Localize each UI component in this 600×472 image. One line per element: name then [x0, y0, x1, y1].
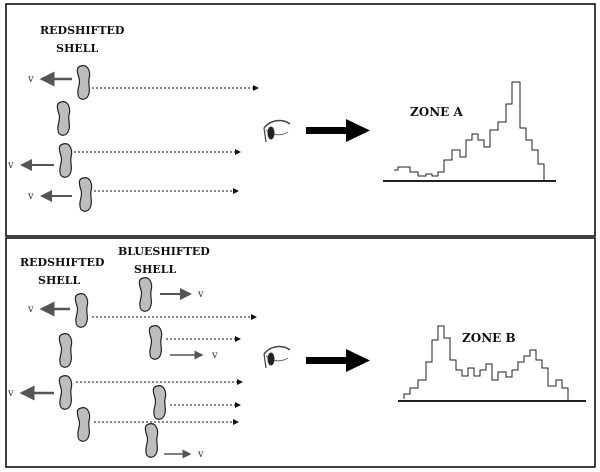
- velocity-label: v: [197, 289, 204, 300]
- cloud-blob-icon: [148, 325, 163, 360]
- cloud-blob-icon: [56, 101, 71, 136]
- spectrum-line: [394, 81, 545, 181]
- spectrum-zone-a: ZONE A: [383, 81, 556, 182]
- velocity-label: v: [197, 449, 204, 460]
- cloud-blob-icon: [58, 333, 73, 368]
- velocity-label: v: [7, 388, 14, 399]
- arrow-icon: [306, 349, 370, 372]
- cloud-blob-icon: [144, 423, 159, 458]
- spectrum-line: [403, 325, 569, 401]
- panel-top-border: [5, 3, 596, 237]
- velocity-label: v: [27, 191, 34, 202]
- cloud-blob-icon: [78, 177, 93, 212]
- velocity-label: v: [27, 74, 34, 85]
- eye-icon: [263, 345, 291, 369]
- cloud-blob-icon: [138, 277, 153, 312]
- arrow-icon: [306, 119, 370, 142]
- redshifted-shell-label-line2: SHELL: [38, 274, 80, 287]
- cloud-blob-icon: [74, 293, 89, 328]
- panel-top: REDSHIFTED SHELL v v v: [7, 24, 556, 212]
- panel-bottom-border: [5, 237, 596, 468]
- zone-b-label: ZONE B: [462, 331, 516, 345]
- redshifted-shell-label-line2: SHELL: [56, 42, 98, 55]
- velocity-label: v: [211, 350, 218, 361]
- cloud-blob-icon: [58, 375, 73, 410]
- eye-icon: [263, 119, 291, 143]
- cloud-blob-icon: [58, 143, 73, 178]
- blueshifted-shell-label-line2: SHELL: [134, 263, 176, 276]
- cloud-blob-icon: [76, 407, 91, 442]
- cloud-blob-icon: [152, 385, 167, 420]
- cloud-blob-icon: [76, 65, 91, 100]
- spectrum-zone-b: ZONE B: [398, 325, 586, 402]
- blueshifted-shell-label-line1: BLUESHIFTED: [118, 245, 210, 258]
- zone-a-label: ZONE A: [410, 105, 464, 119]
- panel-bottom: REDSHIFTED SHELL BLUESHIFTED SHELL v v v…: [7, 245, 586, 460]
- velocity-label: v: [7, 160, 14, 171]
- redshifted-shell-label-line1: REDSHIFTED: [40, 24, 125, 37]
- velocity-label: v: [27, 304, 34, 315]
- redshifted-shell-label-line1: REDSHIFTED: [20, 256, 105, 269]
